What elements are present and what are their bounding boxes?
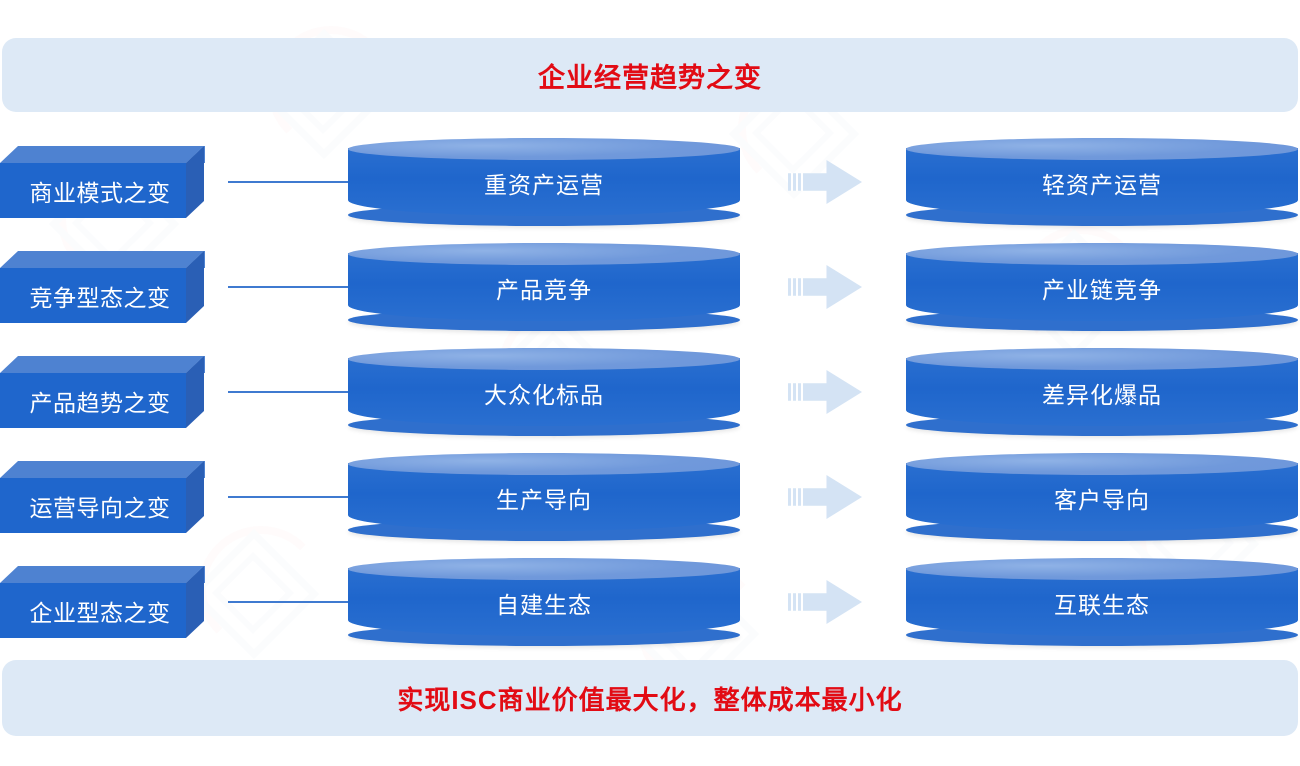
box-front-face: 竞争型态之变 xyxy=(0,268,186,323)
right-arrow-icon xyxy=(788,475,862,519)
from-state-label: 重资产运营 xyxy=(484,172,604,198)
arrow-stripe xyxy=(801,383,803,401)
trend-row: 企业型态之变 自建生态 互联生态 xyxy=(0,550,1300,654)
arrow-shape xyxy=(788,265,862,309)
cylinder-top xyxy=(906,453,1298,475)
to-state-label: 互联生态 xyxy=(1054,592,1150,618)
box-side-face xyxy=(186,356,204,428)
to-state-label: 客户导向 xyxy=(1054,487,1150,513)
cylinder-top xyxy=(906,558,1298,580)
right-arrow-icon xyxy=(788,580,862,624)
arrow-stripe xyxy=(791,593,793,611)
from-state-label: 生产导向 xyxy=(496,487,592,513)
trend-row: 运营导向之变 生产导向 客户导向 xyxy=(0,445,1300,549)
box-top-face xyxy=(0,461,204,478)
connector-line xyxy=(228,286,348,288)
box-side-face xyxy=(186,566,204,638)
category-box[interactable]: 运营导向之变 xyxy=(0,461,222,533)
category-label: 产品趋势之变 xyxy=(29,389,171,416)
from-state-label: 产品竞争 xyxy=(496,277,592,303)
cylinder-top xyxy=(348,453,740,475)
from-state-label: 自建生态 xyxy=(496,592,592,618)
cylinder-top xyxy=(348,243,740,265)
category-label: 竞争型态之变 xyxy=(29,284,171,311)
box-side-face xyxy=(186,251,204,323)
box-front-face: 产品趋势之变 xyxy=(0,373,186,428)
category-box[interactable]: 竞争型态之变 xyxy=(0,251,222,323)
footer-banner: 实现ISC商业价值最大化，整体成本最小化 xyxy=(2,660,1298,736)
category-label: 运营导向之变 xyxy=(29,494,171,521)
arrow-stripe xyxy=(801,173,803,191)
cylinder-top xyxy=(348,138,740,160)
cylinder-top xyxy=(906,348,1298,370)
box-front-face: 企业型态之变 xyxy=(0,583,186,638)
right-arrow-icon xyxy=(788,160,862,204)
connector-line xyxy=(228,181,348,183)
arrow-shape xyxy=(788,580,862,624)
arrow-stripe xyxy=(796,173,798,191)
to-state-label: 产业链竞争 xyxy=(1042,277,1162,303)
right-arrow-icon xyxy=(788,265,862,309)
trend-row: 产品趋势之变 大众化标品 差异化爆品 xyxy=(0,340,1300,444)
footer-statement: 实现ISC商业价值最大化，整体成本最小化 xyxy=(397,684,903,715)
arrow-stripe xyxy=(796,278,798,296)
from-state-cylinder[interactable]: 产品竞争 xyxy=(348,243,740,331)
box-side-face xyxy=(186,461,204,533)
box-side-face xyxy=(186,146,204,218)
arrow-stripe xyxy=(791,488,793,506)
to-state-cylinder[interactable]: 轻资产运营 xyxy=(906,138,1298,226)
box-top-face xyxy=(0,251,204,268)
to-state-cylinder[interactable]: 差异化爆品 xyxy=(906,348,1298,436)
arrow-stripe xyxy=(796,488,798,506)
cylinder-top xyxy=(348,348,740,370)
arrow-stripe xyxy=(796,383,798,401)
box-top-face xyxy=(0,356,204,373)
connector-line xyxy=(228,601,348,603)
arrow-shape xyxy=(788,475,862,519)
cylinder-top xyxy=(906,138,1298,160)
from-state-cylinder[interactable]: 大众化标品 xyxy=(348,348,740,436)
cylinder-top xyxy=(348,558,740,580)
to-state-cylinder[interactable]: 产业链竞争 xyxy=(906,243,1298,331)
arrow-stripe xyxy=(801,593,803,611)
category-box[interactable]: 产品趋势之变 xyxy=(0,356,222,428)
from-state-label: 大众化标品 xyxy=(484,382,604,408)
arrow-stripe xyxy=(791,383,793,401)
cylinder-top xyxy=(906,243,1298,265)
category-label: 商业模式之变 xyxy=(29,179,171,206)
to-state-cylinder[interactable]: 客户导向 xyxy=(906,453,1298,541)
to-state-cylinder[interactable]: 互联生态 xyxy=(906,558,1298,646)
box-top-face xyxy=(0,146,204,163)
arrow-stripe xyxy=(791,278,793,296)
trend-row: 竞争型态之变 产品竞争 产业链竞争 xyxy=(0,235,1300,339)
from-state-cylinder[interactable]: 生产导向 xyxy=(348,453,740,541)
category-label: 企业型态之变 xyxy=(29,599,171,626)
trend-row: 商业模式之变 重资产运营 轻资产运营 xyxy=(0,130,1300,234)
arrow-stripe xyxy=(801,278,803,296)
to-state-label: 差异化爆品 xyxy=(1042,382,1162,408)
from-state-cylinder[interactable]: 自建生态 xyxy=(348,558,740,646)
arrow-stripe xyxy=(801,488,803,506)
arrow-stripe xyxy=(791,173,793,191)
category-box[interactable]: 企业型态之变 xyxy=(0,566,222,638)
arrow-stripe xyxy=(796,593,798,611)
to-state-label: 轻资产运营 xyxy=(1042,172,1162,198)
connector-line xyxy=(228,496,348,498)
category-box[interactable]: 商业模式之变 xyxy=(0,146,222,218)
arrow-shape xyxy=(788,370,862,414)
box-front-face: 商业模式之变 xyxy=(0,163,186,218)
title-banner: 企业经营趋势之变 xyxy=(2,38,1298,112)
box-front-face: 运营导向之变 xyxy=(0,478,186,533)
right-arrow-icon xyxy=(788,370,862,414)
arrow-shape xyxy=(788,160,862,204)
page-title: 企业经营趋势之变 xyxy=(538,62,762,93)
from-state-cylinder[interactable]: 重资产运营 xyxy=(348,138,740,226)
box-top-face xyxy=(0,566,204,583)
connector-line xyxy=(228,391,348,393)
